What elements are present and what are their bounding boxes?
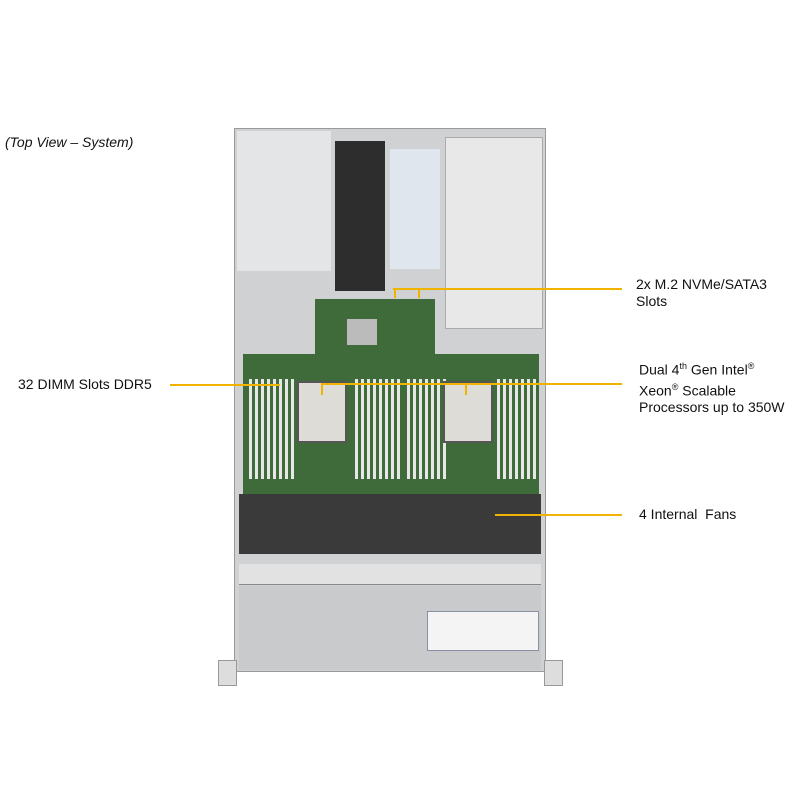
- fans-callout-line: [495, 514, 622, 516]
- m2-callout: 2x M.2 NVMe/SATA3 Slots: [636, 276, 767, 310]
- dimm-callout-line: [170, 384, 280, 386]
- psu-cage: [445, 137, 543, 329]
- fans-callout: 4 Internal Fans: [639, 506, 737, 522]
- riser-card: [335, 141, 385, 291]
- dimm-bank-3: [497, 379, 542, 479]
- dimm-callout: 32 DIMM Slots DDR5: [18, 376, 152, 392]
- service-label: [427, 611, 539, 651]
- m2-callout-line2: Slots: [636, 293, 668, 309]
- cpu2-heatsink: [443, 381, 493, 443]
- empty-bay: [237, 131, 331, 271]
- fan-area: [239, 494, 541, 554]
- dimm-bank-1: [249, 379, 294, 479]
- rack-ear-right: [544, 660, 563, 686]
- dimm-bank-2: [355, 379, 446, 479]
- server-chassis-photo: [234, 128, 546, 672]
- pch-heatsink: [347, 319, 377, 345]
- cpu1-heatsink: [297, 381, 347, 443]
- rack-ear-left: [218, 660, 237, 686]
- m2-callout-line1: 2x M.2 NVMe/SATA3: [636, 276, 767, 292]
- front-rail: [239, 564, 541, 585]
- view-caption: (Top View – System): [5, 134, 134, 150]
- cpu-callout: Dual 4th Gen Intel® Xeon® Scalable Proce…: [639, 361, 785, 416]
- cpu-callout-line: [321, 383, 622, 385]
- riser-bracket: [390, 149, 440, 269]
- m2-callout-line: [393, 288, 622, 290]
